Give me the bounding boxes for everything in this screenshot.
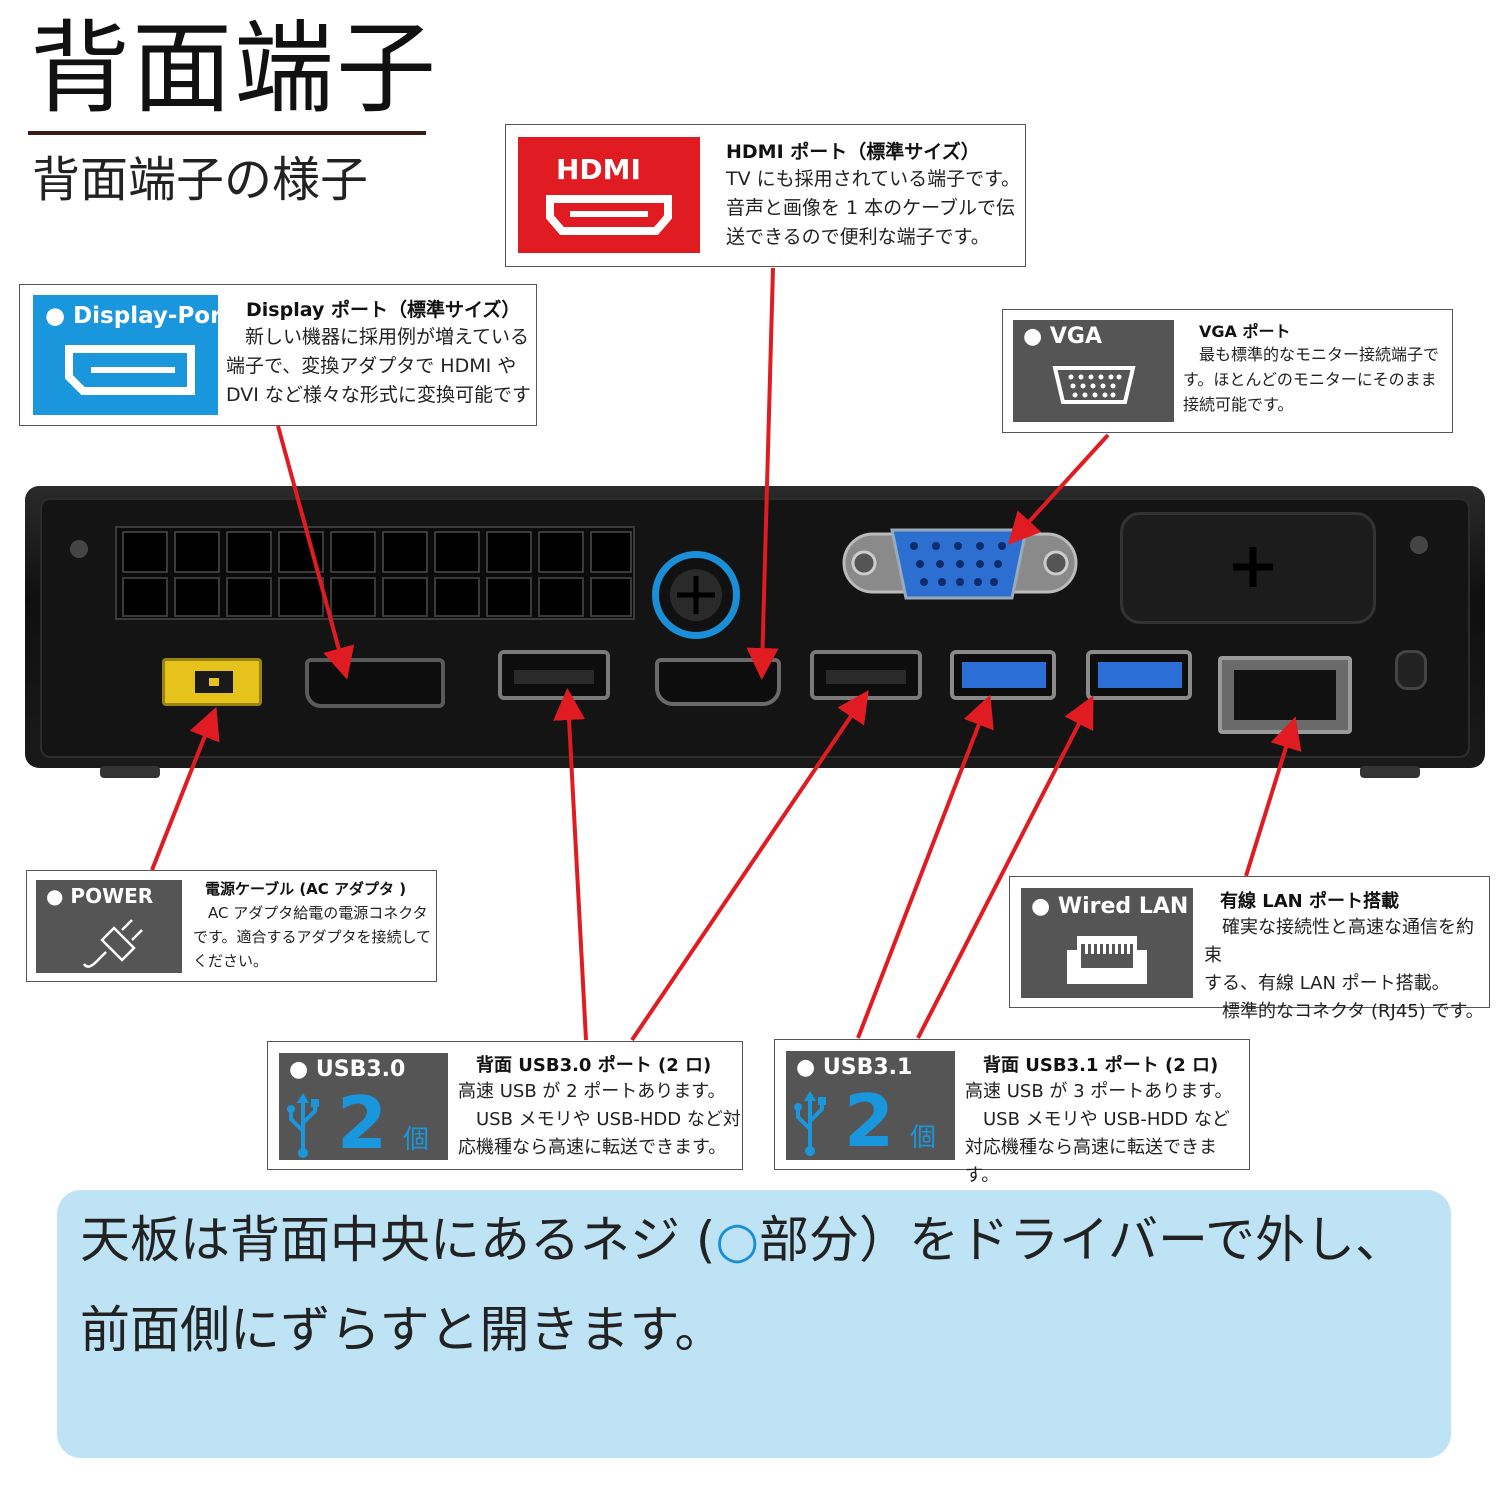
power-icon-label: ● POWER [46, 884, 154, 908]
page-subtitle: 背面端子の様子 [32, 152, 369, 208]
usb30-count: 2 [337, 1081, 388, 1165]
hdmi-port-icon [546, 195, 672, 235]
vga-callout: ● VGA VGA ポート 最も標準的なモニター接続端子で す。ほとんどのモニタ… [1002, 309, 1453, 433]
arrow-displayport [276, 425, 355, 680]
usb31-callout: ● USB3.1 2 個 背面 USB3.1 ポート (2 ロ) 高速 USB … [774, 1039, 1250, 1186]
arrow-usb30-a [553, 688, 588, 1041]
arrow-usb31-b [916, 695, 1094, 1039]
security-lock-slot [1395, 650, 1427, 690]
displayport-callout: ● Display-Port Display ポート（標準サイズ） 新しい機器に… [19, 284, 537, 426]
usb31-port-1 [950, 650, 1056, 700]
usb31-body: 高速 USB が 3 ポートあります。 USB メモリや USB-HDD など … [965, 1081, 1233, 1186]
title-underline [28, 131, 426, 135]
power-port [162, 658, 262, 706]
vga-body: 最も標準的なモニター接続端子で す。ほとんどのモニターにそのまま 接続可能です。 [1183, 345, 1440, 414]
page-title: 背面端子 [30, 10, 438, 127]
hdmi-title: HDMI ポート（標準サイズ） [726, 141, 980, 163]
note-line-1-post: 部分）をドライバーで外し、 [759, 1211, 1406, 1269]
vga-port [840, 524, 1080, 602]
note-line-1-pre: 天板は背面中央にあるネジ ( [80, 1211, 716, 1269]
hdmi-icon-label: HDMI [556, 153, 641, 186]
hdmi-body: TV にも採用されている端子です。 音声と画像を 1 本のケーブルで伝 送できる… [726, 168, 1021, 248]
expansion-slot-cover [1120, 512, 1376, 624]
circle-mark: ○ [715, 1211, 760, 1269]
vga-icon-box: ● VGA [1013, 320, 1174, 422]
power-icon-box: ● POWER [36, 880, 182, 973]
usb-icon [287, 1093, 319, 1158]
usb30-body: 高速 USB が 2 ポートあります。 USB メモリや USB-HDD など対… [458, 1081, 741, 1158]
power-title: 電源ケーブル (AC アダプタ ) [205, 880, 407, 898]
usb31-port-2 [1086, 650, 1192, 700]
note-line-2: 前面側にずらすと開きます。 [80, 1301, 725, 1359]
lan-title: 有線 LAN ポート搭載 [1220, 891, 1399, 912]
lan-callout: ● Wired LAN 有線 LAN ポート搭載 確実な接続性と高速な通信を約束… [1009, 876, 1490, 1022]
usb31-icon-box: ● USB3.1 2 個 [786, 1051, 955, 1163]
hdmi-callout: HDMI HDMI ポート（標準サイズ） TV にも採用されている端子です。 音… [505, 124, 1026, 267]
power-callout: ● POWER 電源ケーブル (AC アダプタ ) AC アダプタ給電の電源コネ… [26, 870, 437, 982]
usb30-icon-box: ● USB3.0 2 個 [279, 1053, 448, 1165]
usb31-unit: 個 [910, 1123, 937, 1153]
lan-body: 確実な接続性と高速な通信を約束 する、有線 LAN ポート搭載。 標準的なコネク… [1204, 917, 1484, 1022]
chassis-foot-left [100, 766, 160, 778]
screw-left [70, 540, 88, 558]
vga-port-icon [1052, 366, 1136, 404]
usb30-title: 背面 USB3.0 ポート (2 ロ) [476, 1055, 712, 1076]
chassis-foot-right [1360, 766, 1420, 778]
vent-grille [115, 526, 635, 620]
note-line-1: 天板は背面中央にあるネジ (○部分）をドライバーで外し、 [80, 1200, 1405, 1272]
displayport-port [305, 658, 445, 708]
usb30-icon-label: ● USB3.0 [289, 1057, 406, 1082]
usb30-unit: 個 [403, 1125, 430, 1155]
vga-title: VGA ポート [1199, 322, 1291, 341]
displayport-icon-box: ● Display-Port [33, 295, 232, 415]
usb-icon [794, 1091, 826, 1156]
usb31-count: 2 [844, 1079, 895, 1163]
cover-removal-note [57, 1190, 1451, 1458]
usb30-callout: ● USB3.0 2 個 背面 USB3.0 ポート (2 ロ) 高速 USB … [267, 1041, 743, 1170]
arrow-usb31-a [856, 694, 994, 1039]
arrow-lan [1244, 716, 1302, 877]
screw-right [1410, 536, 1428, 554]
lan-icon-box: ● Wired LAN [1021, 888, 1193, 998]
power-body: AC アダプタ給電の電源コネクタ です。適合するアダプタを接続して ください。 [193, 904, 432, 970]
top-cover-screw [652, 551, 740, 639]
displayport-port-icon [65, 345, 195, 395]
vga-icon-label: ● VGA [1023, 324, 1102, 349]
arrow-hdmi [746, 267, 779, 680]
plug-icon [82, 919, 143, 968]
usb31-title: 背面 USB3.1 ポート (2 ロ) [983, 1055, 1219, 1076]
arrow-usb30-b [630, 690, 869, 1042]
displayport-body: 新しい機器に採用例が増えている 端子で、変換アダプタで HDMI や DVI な… [226, 326, 531, 406]
usb31-icon-label: ● USB3.1 [796, 1055, 913, 1080]
ethernet-port-icon [1067, 936, 1147, 984]
lan-icon-label: ● Wired LAN [1031, 894, 1189, 919]
hdmi-icon-box: HDMI [518, 137, 700, 253]
arrow-vga [1007, 433, 1110, 545]
displayport-title: Display ポート（標準サイズ） [246, 299, 521, 321]
arrow-power [150, 706, 220, 871]
displayport-icon-label: ● Display-Port [45, 303, 233, 329]
